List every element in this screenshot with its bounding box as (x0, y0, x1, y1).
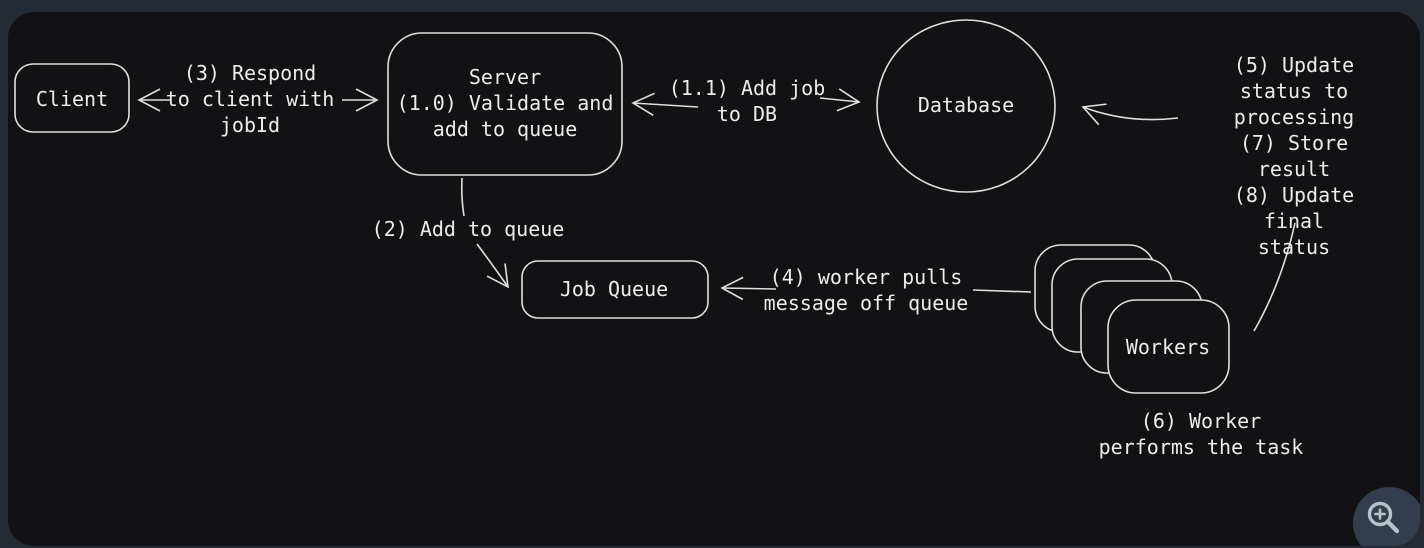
arrow-add-job-to-db (819, 88, 861, 112)
client-node-label: Client (35, 87, 109, 111)
job-queue-node-label: Job Queue (559, 277, 669, 301)
server-node-shape (387, 32, 623, 176)
edge-label-respond: (3) Respond to client with jobId (165, 61, 335, 137)
note-worker-performs: (6) Worker performs the task (1098, 409, 1304, 459)
diagram-world: Client Server (1.0) Validate and add to … (8, 12, 1420, 546)
arrow-server-to-queue-lower (476, 243, 509, 289)
diagram-canvas: Client Server (1.0) Validate and add to … (8, 12, 1420, 546)
workers-stack (1034, 244, 1230, 394)
workers-node-shape (1107, 299, 1230, 394)
diagram-shapes-layer (14, 19, 1296, 394)
arrow-server-to-queue-upper (460, 177, 465, 217)
arrow-worker-pulls-to-queue (720, 276, 777, 301)
server-node-label: Server (1.0) Validate and add to queue (396, 65, 614, 141)
database-node-label: Database (917, 93, 1015, 117)
edge-label-update-status: (5) Update status to processing (7) Stor… (1233, 53, 1355, 259)
magnifier-plus-icon (1367, 501, 1411, 545)
line-status-to-workers (1253, 222, 1296, 332)
edge-label-worker-pulls: (4) worker pulls message off queue (763, 265, 969, 315)
zoom-in-button[interactable] (1353, 487, 1420, 546)
arrow-add-job-to-server (631, 92, 699, 116)
database-node-shape (876, 19, 1056, 193)
edge-label-add-to-queue: (2) Add to queue (371, 217, 565, 241)
arrow-update-status-to-db (1081, 103, 1179, 126)
client-node-shape (14, 63, 130, 133)
edge-label-add-job-db: (1.1) Add job to DB (668, 76, 826, 126)
job-queue-node-shape (521, 260, 709, 319)
line-workers-to-pulls-label (972, 289, 1032, 293)
workers-node-label: Workers (1125, 335, 1211, 359)
